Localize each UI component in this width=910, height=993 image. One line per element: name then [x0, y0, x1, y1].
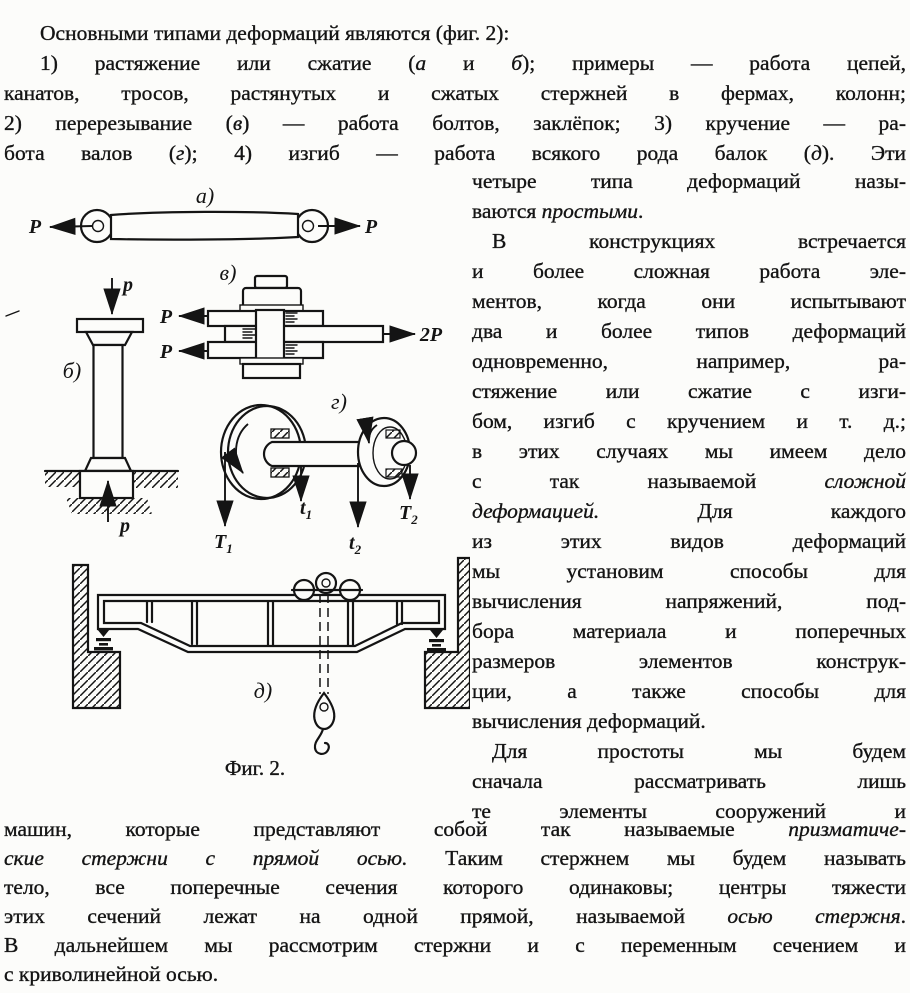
- force-label-P-right: P: [364, 216, 378, 238]
- paragraph-line: одновременно, например, ра-: [472, 349, 906, 373]
- shaft: [262, 440, 363, 468]
- paragraph-line: стяжение или сжатие с изги-: [472, 379, 906, 403]
- trolley-sheave: [314, 571, 338, 595]
- bolt-nut: [241, 362, 302, 380]
- paragraph-line: ские стержни с прямой осью. Таким стержн…: [4, 846, 906, 870]
- friction-marks-1: [285, 312, 298, 323]
- hook-block-pin: [319, 702, 329, 712]
- friction-marks-2: [242, 328, 256, 339]
- diagram-g-label: г): [331, 389, 347, 414]
- diagram-b-label: б): [63, 358, 81, 383]
- friction-marks-3: [285, 344, 298, 355]
- foundation-block: [78, 469, 135, 500]
- wall-left: [71, 563, 122, 710]
- force-label-P-lower: P: [159, 341, 173, 363]
- paragraph-line: те элементы сооружений и: [472, 799, 906, 823]
- paragraph-line: 2) перерезывание (в) — работа болтов, за…: [4, 111, 906, 135]
- intro-paragraph: Основными типами деформаций являются (фи…: [4, 18, 906, 168]
- force-label-p-top: р: [121, 274, 133, 296]
- force-arrow-left: [48, 217, 93, 236]
- scan-speck: [5, 310, 20, 317]
- paragraph-line: бом, изгиб с кручением и т. д.;: [472, 409, 906, 433]
- diagram-v-bolted-joint: в) P P 2P: [159, 260, 443, 380]
- paragraph-line: размеров элементов конструк-: [472, 649, 906, 673]
- girder-stiffeners: [145, 600, 404, 647]
- paragraph-line: ции, а также способы для: [472, 679, 906, 703]
- force-label-2P: 2P: [419, 324, 443, 346]
- force-label-P-upper: P: [159, 306, 173, 328]
- keyway-right-bottom: [385, 468, 403, 478]
- closing-paragraph: машин, которые представляют собой так на…: [4, 815, 906, 989]
- paragraph-line: тело, все поперечные сечения которого од…: [4, 875, 906, 899]
- diagram-d-crane-girder: д): [71, 556, 470, 755]
- trolley: [290, 571, 364, 602]
- paragraph-line: в этих случаях мы имеем дело: [472, 439, 906, 463]
- right-column-paragraphs: четыре типа деформаций назы- ваются прос…: [472, 166, 906, 826]
- paragraph-line: Для простоты мы будем: [492, 739, 906, 763]
- diagram-d-label: д): [254, 678, 272, 703]
- ground-hatch-below: [66, 498, 152, 514]
- bearing-right: [427, 630, 446, 652]
- ground-hatch-left: [45, 471, 80, 487]
- crane-hook: [313, 727, 330, 755]
- force-label-P-left: P: [28, 216, 42, 238]
- diagram-g-torsion-shaft: г) T1 t1 t2 T2: [214, 389, 419, 557]
- sheave-axle: [321, 578, 331, 588]
- girder-inner-line: [102, 599, 441, 648]
- paragraph-line: машин, которые представляют собой так на…: [4, 817, 906, 841]
- paragraph-line: ментов, когда они испытывают: [472, 289, 906, 313]
- shaft-end: [390, 439, 418, 467]
- paragraph-line: деформацией. Для каждого: [472, 499, 906, 523]
- keyway-left-top: [270, 428, 290, 439]
- ground-hatch-right: [133, 471, 178, 488]
- paragraph-line: бота валов (г); 4) изгиб — работа всяког…: [4, 141, 906, 165]
- bolt-head-top: [253, 274, 289, 290]
- force-label-p-bottom: р: [118, 515, 130, 537]
- figure-caption: Фиг. 2.: [224, 756, 286, 780]
- diagram-a-tension-link: а) P P: [28, 183, 378, 244]
- paragraph-line: канатов, тросов, растянутых и сжатых сте…: [4, 81, 906, 105]
- paragraph-line: ваются простыми.: [472, 199, 644, 223]
- paragraph-line: мы установим способы для: [472, 559, 906, 583]
- diagram-v-label: в): [220, 260, 237, 285]
- force-label-t1: t1: [300, 497, 312, 522]
- bearing-left: [94, 629, 113, 651]
- paragraph-line: вычисления деформаций.: [472, 709, 706, 733]
- paragraph-line: бора материала и поперечных: [472, 619, 906, 643]
- paragraph-line: четыре типа деформаций назы-: [472, 169, 906, 193]
- column-capital: [84, 330, 134, 347]
- paragraph-line: сначала рассматривать лишь: [472, 769, 906, 793]
- force-label-t2: t2: [349, 532, 362, 557]
- paragraph-line: В конструкциях встречается: [492, 229, 906, 253]
- pin-hole-left: [91, 219, 105, 233]
- column-cap-plate: [75, 317, 145, 334]
- girder-outline: [96, 593, 447, 654]
- paragraph-line: с криволинейной осью.: [4, 962, 219, 986]
- figure-2-illustration: а) P P б) р р: [5, 183, 470, 755]
- paragraph-line: и более сложная работа эле-: [472, 259, 906, 283]
- rotation-arrow-right: [356, 416, 378, 445]
- rotation-arrow-left: [220, 423, 249, 474]
- paragraph-line: с так называемой сложной: [472, 469, 906, 493]
- diagram-b-column: б) р р: [43, 274, 180, 537]
- force-label-T1: T1: [214, 531, 233, 556]
- paragraph-line: вычисления напряжений, под-: [472, 589, 906, 613]
- paragraph-line: этих сечений лежат на одной прямой, назы…: [4, 904, 906, 928]
- keyway-right-top: [385, 429, 401, 439]
- bar-body: [109, 210, 300, 241]
- diagram-a-label: а): [196, 183, 214, 208]
- keyway-left-bottom: [270, 467, 290, 478]
- column-base-cap: [83, 456, 133, 473]
- paragraph-line: В дальнейшем мы рассмотрим стержни и с п…: [4, 933, 906, 957]
- paragraph-line: из этих видов деформаций: [472, 529, 906, 553]
- bolt-shank: [254, 308, 286, 361]
- pin-hole-right: [301, 219, 315, 233]
- bolt-head: [241, 286, 303, 309]
- column-shaft: [92, 343, 124, 460]
- paragraph-line: два и более типов деформаций: [472, 319, 906, 343]
- paragraph-line: 1) растяжение или сжатие (а и б); пример…: [40, 51, 906, 75]
- paragraph-line: Основными типами деформаций являются (фи…: [40, 21, 510, 45]
- wall-right: [423, 556, 470, 710]
- force-label-T2: T2: [399, 502, 418, 527]
